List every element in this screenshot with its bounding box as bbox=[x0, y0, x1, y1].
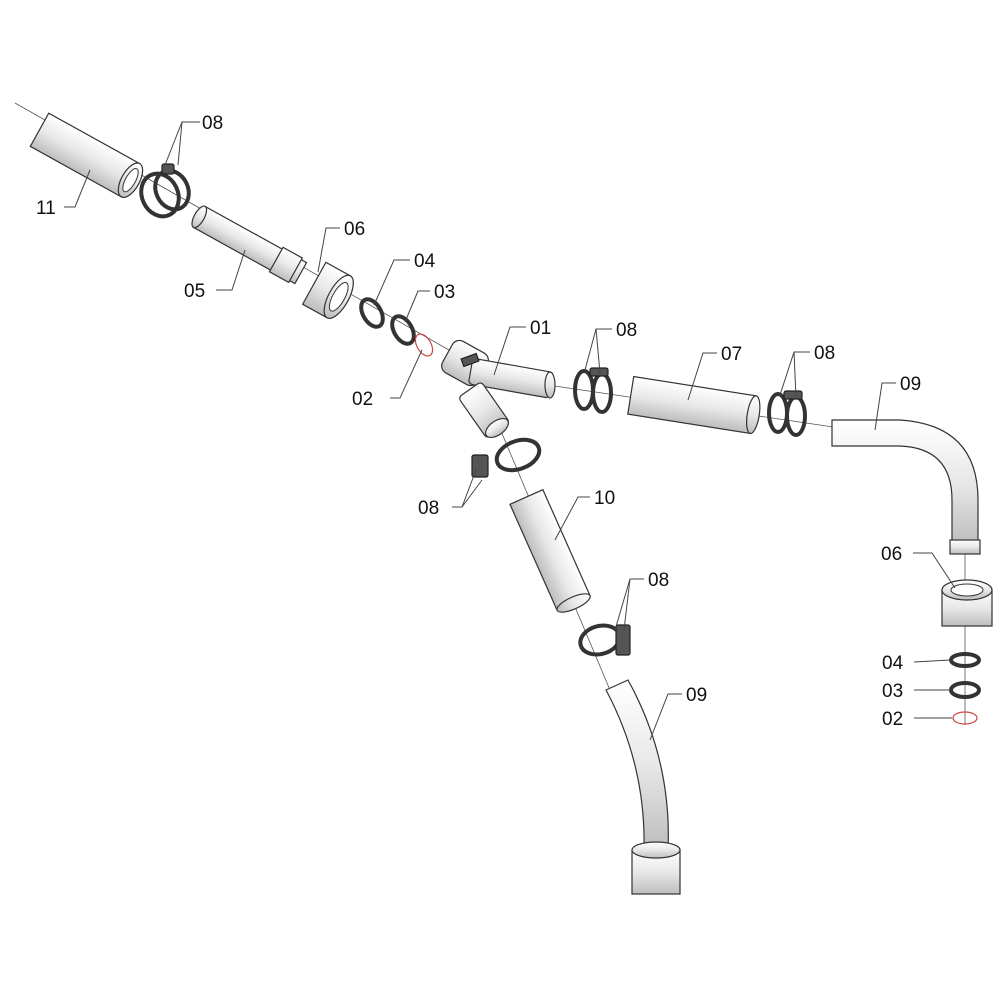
ring-03-right bbox=[949, 681, 981, 699]
ring-03 bbox=[390, 314, 416, 346]
callout-03: 03 bbox=[434, 282, 455, 303]
ring-04 bbox=[359, 297, 385, 329]
callout-04-right: 04 bbox=[882, 653, 904, 674]
hose-clamp-left bbox=[471, 437, 542, 478]
elbow-hose-09-right bbox=[831, 419, 981, 555]
callout-06-right: 06 bbox=[881, 544, 902, 565]
callout-02-right: 02 bbox=[882, 709, 903, 730]
elbow-hose-09-bottom bbox=[605, 679, 681, 895]
union-nut-06 bbox=[301, 261, 354, 319]
callout-03-right: 03 bbox=[882, 681, 903, 702]
hose-clamp-low bbox=[578, 623, 631, 657]
union-nut-06-right bbox=[941, 579, 993, 627]
callout-09-bottom: 09 bbox=[686, 685, 707, 706]
callout-11: 11 bbox=[36, 198, 56, 219]
leader-lines bbox=[64, 121, 956, 741]
ring-04-right bbox=[949, 652, 981, 668]
callout-01: 01 bbox=[530, 318, 551, 339]
callout-08-low: 08 bbox=[648, 570, 669, 591]
tube-05 bbox=[191, 205, 308, 285]
tee-connector-01 bbox=[441, 339, 556, 439]
callout-08-mid: 08 bbox=[616, 320, 637, 341]
callout-04: 04 bbox=[414, 251, 436, 272]
hose-clamp-right bbox=[767, 390, 807, 437]
hose-clamp-top bbox=[139, 163, 191, 219]
callout-06: 06 bbox=[344, 219, 365, 240]
callout-02: 02 bbox=[352, 389, 373, 410]
callout-05: 05 bbox=[184, 281, 205, 302]
o-ring-02-right bbox=[952, 711, 978, 725]
callout-08-top: 08 bbox=[202, 113, 223, 134]
callout-08-right: 08 bbox=[814, 343, 835, 364]
tube-07 bbox=[627, 375, 761, 435]
callout-07: 07 bbox=[721, 344, 742, 365]
tube-11 bbox=[29, 112, 144, 198]
callout-09-right: 09 bbox=[900, 374, 921, 395]
o-ring-02 bbox=[414, 333, 434, 357]
hose-clamp-mid bbox=[573, 367, 613, 414]
tube-10 bbox=[509, 488, 591, 613]
callout-labels: 08 11 06 05 04 03 01 02 08 07 08 09 08 1… bbox=[36, 113, 921, 730]
callout-08-left: 08 bbox=[418, 498, 439, 519]
callout-10: 10 bbox=[594, 488, 615, 509]
